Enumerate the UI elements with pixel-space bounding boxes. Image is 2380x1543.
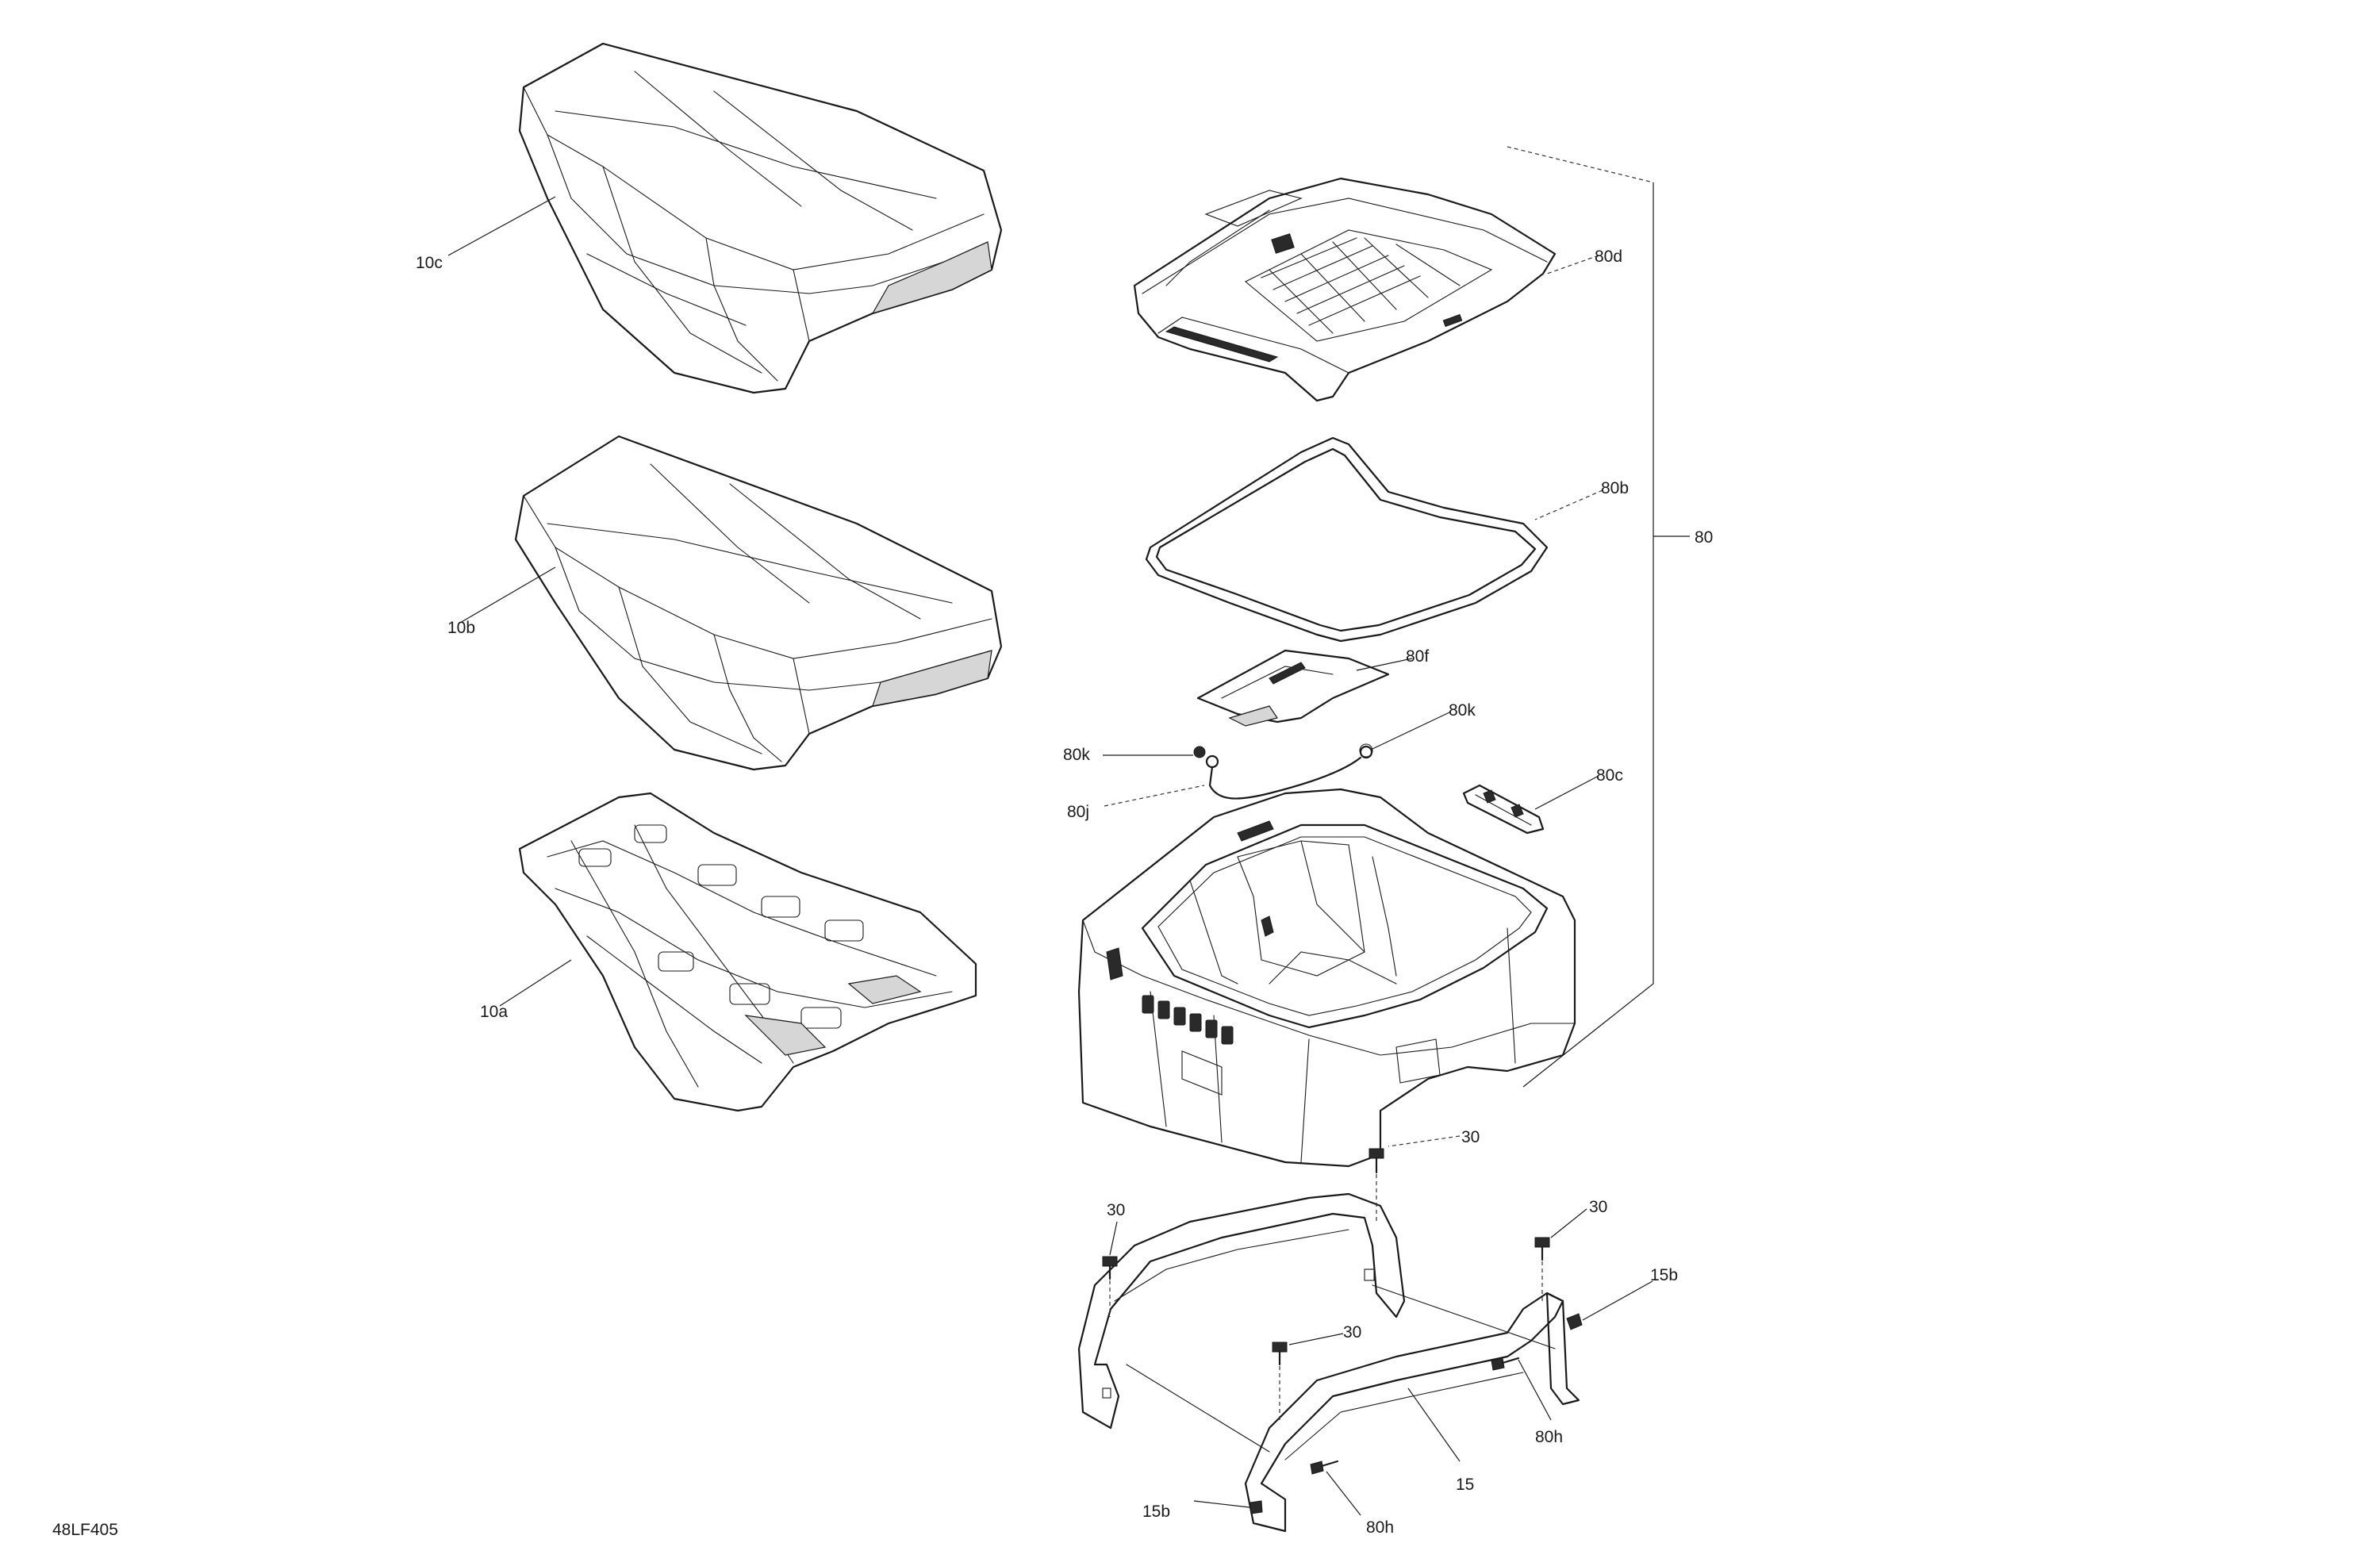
latch-plate-80f bbox=[1196, 649, 1390, 727]
screw-80h-bottom bbox=[1310, 1460, 1339, 1475]
lanyard-80j bbox=[1205, 745, 1373, 800]
seat-cover-10b bbox=[514, 435, 1003, 771]
nut-80k-left bbox=[1193, 746, 1206, 758]
label-10c: 10c bbox=[416, 254, 443, 272]
label-80j: 80j bbox=[1067, 803, 1089, 821]
bolt-30-right bbox=[1534, 1237, 1550, 1261]
nut-80k-right bbox=[1359, 743, 1373, 758]
screw-15b-left bbox=[1250, 1500, 1263, 1514]
label-15: 15 bbox=[1456, 1476, 1474, 1494]
storage-box-80 bbox=[1077, 788, 1576, 1168]
label-30-mid: 30 bbox=[1343, 1323, 1361, 1341]
rack-frame-15 bbox=[1077, 1192, 1580, 1533]
label-80c: 80c bbox=[1596, 766, 1623, 785]
label-80h-right: 80h bbox=[1535, 1428, 1563, 1446]
callout-labels: 10c 10b 10a 80d 80b 80 80f 80k 80k 80j 8… bbox=[416, 248, 1713, 1537]
label-80k-left: 80k bbox=[1063, 746, 1090, 764]
label-15b-left: 15b bbox=[1142, 1503, 1170, 1521]
label-80b: 80b bbox=[1601, 479, 1629, 497]
box-latch-slots bbox=[1142, 995, 1234, 1045]
bolt-30-top bbox=[1368, 1148, 1384, 1174]
storage-lid-80d bbox=[1133, 177, 1557, 402]
seat-cover-10c bbox=[518, 42, 1003, 394]
label-30-left: 30 bbox=[1107, 1201, 1125, 1219]
label-80f: 80f bbox=[1406, 647, 1429, 666]
label-80d: 80d bbox=[1595, 248, 1622, 266]
label-80k-right: 80k bbox=[1449, 701, 1476, 720]
hinge-80c bbox=[1462, 784, 1545, 835]
lid-grille-pattern bbox=[1261, 237, 1461, 334]
screw-15b-right bbox=[1566, 1313, 1583, 1330]
label-30-right: 30 bbox=[1589, 1198, 1607, 1216]
leader-lines bbox=[447, 146, 1690, 1516]
bolt-30-mid bbox=[1272, 1341, 1288, 1366]
seat-base-10a bbox=[518, 792, 977, 1112]
drawing-reference-number: 48LF405 bbox=[52, 1521, 118, 1539]
label-10a: 10a bbox=[480, 1003, 508, 1021]
screw-80h-right bbox=[1491, 1357, 1520, 1371]
label-80: 80 bbox=[1695, 528, 1713, 547]
bolt-30-left bbox=[1102, 1256, 1118, 1280]
label-30-top: 30 bbox=[1461, 1128, 1480, 1146]
lid-seal-80b bbox=[1145, 436, 1549, 643]
label-15b-right: 15b bbox=[1650, 1266, 1678, 1284]
label-80h-bottom: 80h bbox=[1366, 1518, 1394, 1537]
label-10b: 10b bbox=[447, 619, 475, 637]
